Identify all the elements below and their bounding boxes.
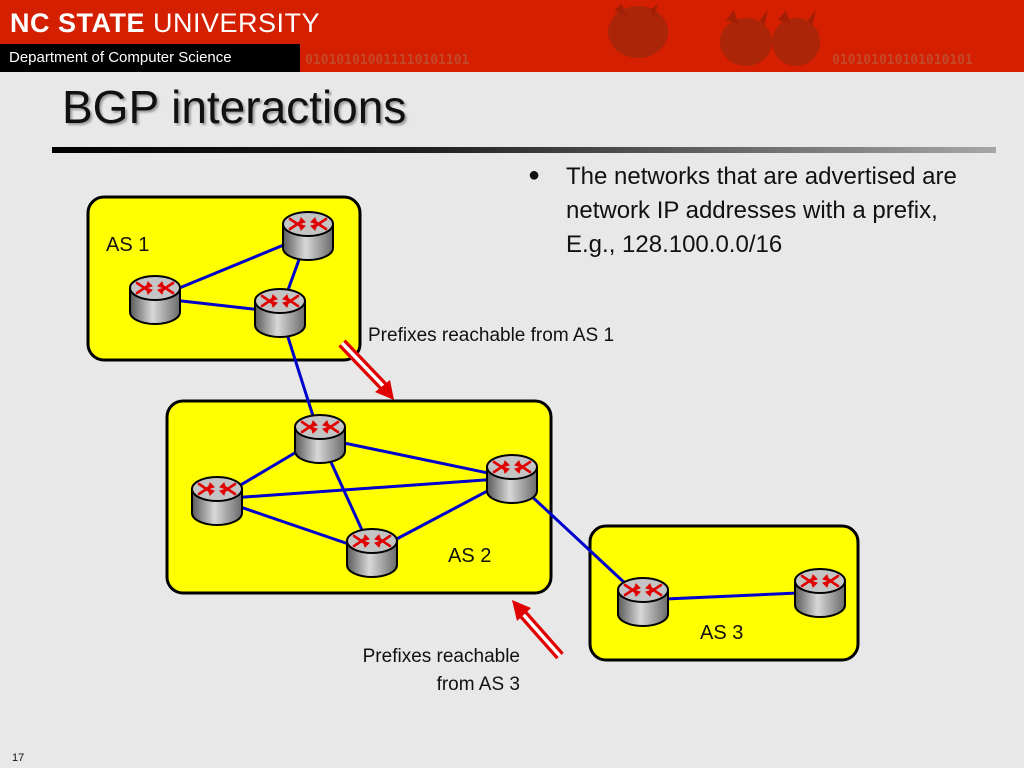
binary-decoration-right: 010101010101010101 bbox=[832, 53, 973, 68]
as1-label: AS 1 bbox=[106, 234, 150, 256]
prefix-as3-line2: from AS 3 bbox=[436, 674, 520, 695]
router-icon bbox=[616, 576, 670, 628]
header-banner: NC STATE UNIVERSITY Department of Comput… bbox=[0, 0, 1024, 72]
arrow-as1-to-as2-icon bbox=[338, 339, 394, 400]
prefix-as1-label: Prefixes reachable from AS 1 bbox=[368, 325, 615, 346]
router-icon bbox=[190, 475, 244, 527]
as2-label: AS 2 bbox=[448, 545, 492, 567]
as3-box bbox=[588, 524, 860, 662]
router-icon bbox=[793, 567, 847, 619]
router-icon bbox=[345, 527, 399, 579]
router-icon bbox=[293, 413, 347, 465]
slide-number: 17 bbox=[12, 752, 25, 764]
router-icon bbox=[253, 287, 307, 339]
link-as2-as3 bbox=[510, 476, 645, 602]
binary-decoration-left: 010101010011110101101 bbox=[305, 53, 470, 68]
department-bar: Department of Computer Science bbox=[0, 44, 300, 72]
prefix-as3-line1: Prefixes reachable bbox=[362, 646, 520, 667]
university-name: NC STATE UNIVERSITY bbox=[10, 8, 320, 39]
router-icon bbox=[281, 210, 335, 262]
router-icon bbox=[485, 453, 539, 505]
department-name: Department of Computer Science bbox=[9, 49, 232, 66]
university-name-rest: UNIVERSITY bbox=[153, 8, 321, 38]
link-as3 bbox=[642, 590, 821, 602]
university-name-bold: NC STATE bbox=[10, 8, 145, 38]
bullet-dot-icon: ● bbox=[528, 164, 541, 186]
bullet-text: The networks that are advertised are net… bbox=[566, 163, 957, 258]
wolf-mascot-image bbox=[608, 4, 820, 66]
as3-label: AS 3 bbox=[700, 622, 744, 644]
network-links bbox=[154, 233, 821, 602]
as2-box bbox=[165, 399, 553, 595]
link-as2-d bbox=[216, 476, 513, 501]
university-logo: NC STATE UNIVERSITY Department of Comput… bbox=[0, 0, 320, 72]
router-icon bbox=[128, 274, 182, 326]
title-underline bbox=[52, 147, 996, 153]
link-as2-b bbox=[319, 436, 513, 480]
arrow-as3-to-as2-icon bbox=[512, 600, 564, 660]
slide-title: BGP interactions bbox=[62, 81, 407, 133]
prefix-as3-label: Prefixes reachable from AS 3 bbox=[300, 643, 520, 699]
